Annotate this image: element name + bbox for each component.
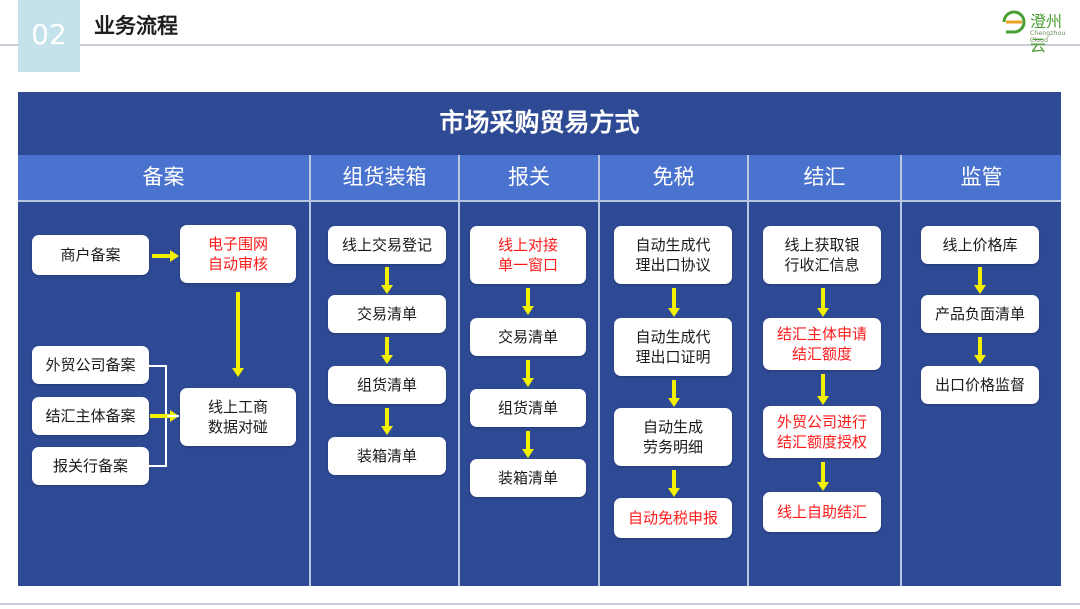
arrow-down [668,470,680,497]
column-header: 组货装箱 [311,155,458,200]
column-divider [458,155,460,586]
zuhuo-step-3: 组货清单 [328,366,446,404]
diagram-title: 市场采购贸易方式 [439,108,640,137]
jiehui-step-3: 外贸公司进行 结汇额度授权 [763,406,881,458]
logo: 澄州云 Chengzhou Cloud [1000,6,1076,55]
section-number: 02 [31,18,67,51]
zuhuo-step-1: 线上交易登记 [328,226,446,264]
logo-subtext: Chengzhou Cloud [1030,30,1066,44]
settlement-entity-registration-box: 结汇主体备案 [32,397,149,435]
column-divider [900,155,902,586]
logo-icon [1002,10,1026,34]
header-divider [0,44,1080,46]
section-title: 业务流程 [94,14,178,38]
arrow-down [974,337,986,364]
baoguan-step-4: 装箱清单 [470,459,586,497]
arrow-down [232,292,244,377]
mianshui-step-1: 自动生成代 理出口协议 [614,226,732,284]
mianshui-step-2: 自动生成代 理出口证明 [614,318,732,376]
column-jiehui: 结汇 [749,155,900,586]
baoguan-step-2: 交易清单 [470,318,586,356]
column-jianguan: 监管 [902,155,1061,586]
header-row-divider [18,200,1061,202]
column-mianshui: 免税 [600,155,747,586]
column-header: 结汇 [749,155,900,200]
column-header: 监管 [902,155,1061,200]
arrow-right [152,250,179,262]
jianguan-step-3: 出口价格监督 [921,366,1039,404]
arrow-down [522,431,534,458]
column-header: 报关 [460,155,598,200]
zuhuo-step-2: 交易清单 [328,295,446,333]
arrow-down [522,360,534,387]
zuhuo-step-4: 装箱清单 [328,437,446,475]
arrow-down [381,408,393,435]
column-divider [598,155,600,586]
arrow-down [817,288,829,317]
column-baoguan: 报关 [460,155,598,586]
arrow-down [522,288,534,315]
fence-review-box: 电子围网 自动审核 [180,225,296,283]
broker-registration-box: 报关行备案 [32,447,149,485]
column-header: 免税 [600,155,747,200]
column-divider [309,155,311,586]
bracket-connector-line [167,415,179,417]
footer-divider [0,603,1080,605]
mianshui-step-4: 自动免税申报 [614,498,732,538]
logo-text: 澄州云 [1030,12,1063,55]
arrow-down [381,267,393,294]
jianguan-step-2: 产品负面清单 [921,295,1039,333]
merchant-registration-box: 商户备案 [32,235,149,275]
arrow-down [381,337,393,364]
foreign-trade-registration-box: 外贸公司备案 [32,346,149,384]
arrow-down [974,267,986,294]
arrow-down [817,374,829,405]
online-business-check-box: 线上工商 数据对碰 [180,388,296,446]
jianguan-step-1: 线上价格库 [921,226,1039,264]
column-divider [747,155,749,586]
column-beian: 备案 [18,155,309,586]
jiehui-step-4: 线上自助结汇 [763,492,881,532]
column-header: 备案 [18,155,309,200]
section-number-badge: 02 [18,0,80,72]
baoguan-step-3: 组货清单 [470,389,586,427]
arrow-down [817,462,829,491]
arrow-down [668,380,680,407]
baoguan-step-1: 线上对接 单一窗口 [470,226,586,284]
arrow-down [668,288,680,317]
mianshui-step-3: 自动生成 劳务明细 [614,408,732,466]
jiehui-step-2: 结汇主体申请 结汇额度 [763,318,881,370]
column-zuhuo: 组货装箱 [311,155,458,586]
jiehui-step-1: 线上获取银 行收汇信息 [763,226,881,284]
